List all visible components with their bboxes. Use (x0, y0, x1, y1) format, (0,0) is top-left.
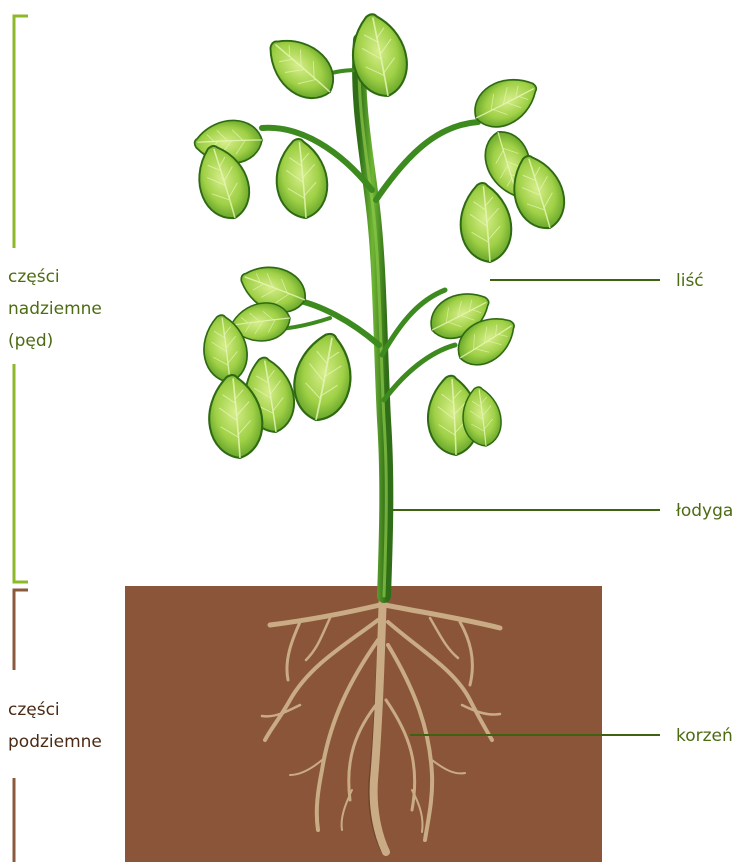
above-ground-label-line2: nadziemne (8, 299, 102, 319)
stem-label: łodyga (676, 501, 733, 521)
leaf (256, 26, 345, 110)
above-ground-label-line1: części (8, 267, 60, 287)
leaf (271, 136, 332, 222)
leaf (466, 66, 546, 137)
leaf (455, 180, 516, 266)
leaf-label: liść (676, 271, 704, 291)
leaf (290, 330, 357, 424)
below-ground-label-line1: części (8, 700, 60, 720)
root-label: korzeń (676, 726, 733, 746)
above-ground-label-line3: (pęd) (8, 331, 53, 351)
below-ground-label-line2: podziemne (8, 732, 102, 752)
below-ground-bracket (14, 590, 28, 862)
